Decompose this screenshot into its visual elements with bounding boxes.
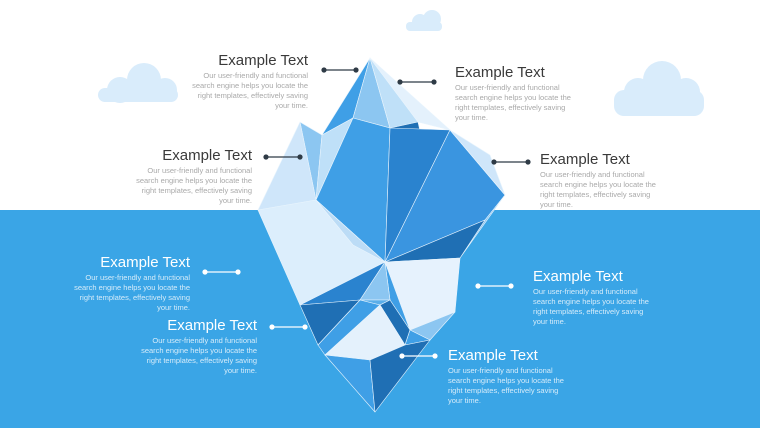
cloud-icon bbox=[98, 63, 178, 103]
callout-body: Our user-friendly and functional search … bbox=[74, 273, 190, 312]
callout-body: Our user-friendly and functional search … bbox=[141, 336, 257, 375]
callout-title: Example Text bbox=[533, 268, 623, 285]
callout-title: Example Text bbox=[167, 317, 257, 334]
connectors-above bbox=[263, 67, 531, 165]
connectors-below bbox=[202, 269, 514, 359]
cloud-icon bbox=[614, 61, 704, 116]
callout-water-right-2: Example Text Our user-friendly and funct… bbox=[448, 347, 568, 406]
callout-title: Example Text bbox=[100, 254, 190, 271]
callout-body: Our user-friendly and functional search … bbox=[448, 366, 564, 405]
callout-water-left-2: Example Text Our user-friendly and funct… bbox=[137, 317, 257, 376]
callout-body: Our user-friendly and functional search … bbox=[136, 166, 252, 205]
callout-body: Our user-friendly and functional search … bbox=[540, 170, 656, 209]
callout-body: Our user-friendly and functional search … bbox=[533, 287, 649, 326]
callout-mid-right: Example Text Our user-friendly and funct… bbox=[540, 151, 660, 210]
callout-water-right-1: Example Text Our user-friendly and funct… bbox=[533, 268, 653, 327]
callout-body: Our user-friendly and functional search … bbox=[192, 71, 308, 110]
callout-water-left-1: Example Text Our user-friendly and funct… bbox=[70, 254, 190, 313]
callout-title: Example Text bbox=[448, 347, 538, 364]
callout-body: Our user-friendly and functional search … bbox=[455, 83, 571, 122]
callout-top-left: Example Text Our user-friendly and funct… bbox=[188, 52, 308, 111]
callout-title: Example Text bbox=[455, 64, 545, 81]
cloud-icon bbox=[406, 10, 442, 31]
iceberg bbox=[257, 57, 506, 413]
callout-mid-left: Example Text Our user-friendly and funct… bbox=[132, 147, 252, 206]
callout-title: Example Text bbox=[218, 52, 308, 69]
callout-title: Example Text bbox=[162, 147, 252, 164]
callout-top-right: Example Text Our user-friendly and funct… bbox=[455, 64, 575, 123]
callout-title: Example Text bbox=[540, 151, 630, 168]
